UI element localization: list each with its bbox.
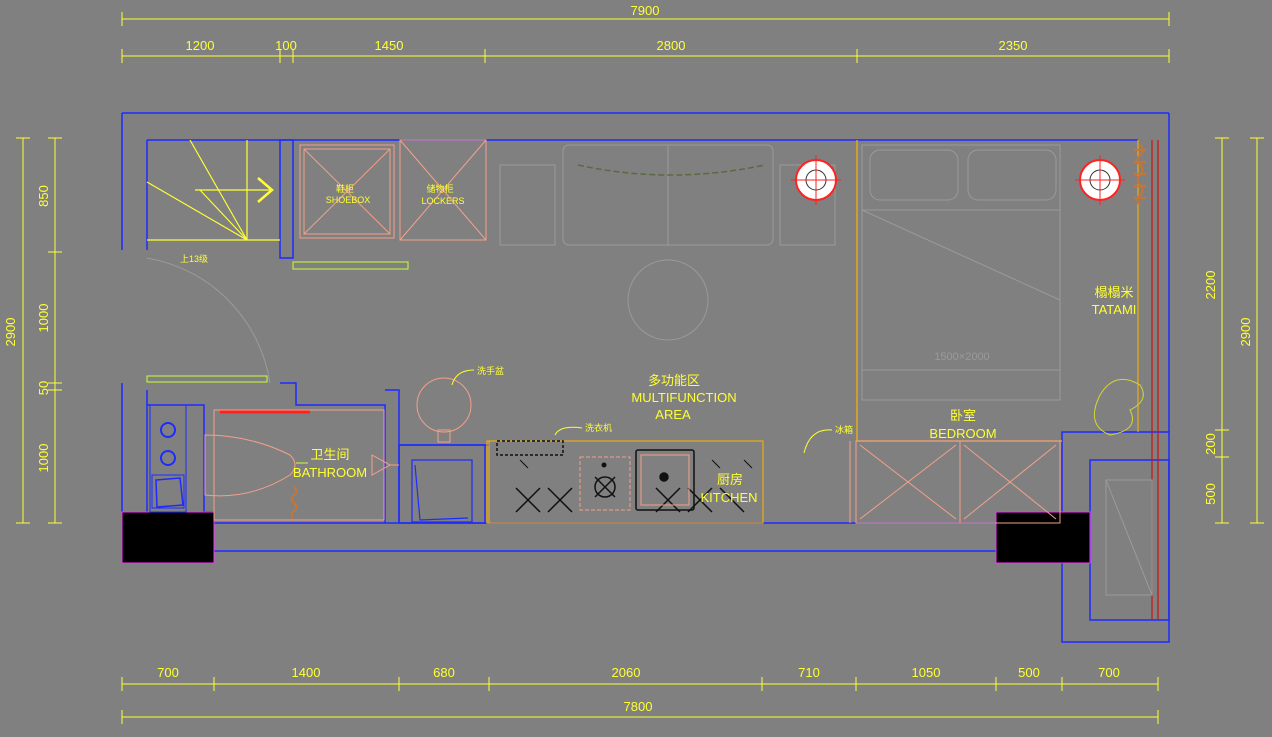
bathroom-en: BATHROOM [293, 465, 367, 480]
shoebox-cn: 鞋柜 [336, 183, 354, 194]
multifunction-cn: 多功能区 [648, 373, 700, 388]
curtain [1151, 140, 1159, 620]
dim-right-3: 500 [1203, 483, 1218, 505]
multifunction-en-1: MULTIFUNCTION [631, 390, 736, 405]
multifunction-en-2: AREA [655, 407, 691, 422]
washer-knob-2 [160, 450, 176, 466]
kitchen-cn: 厨房 [717, 472, 743, 487]
bath-heater [290, 486, 298, 520]
dim-left-3: 50 [36, 381, 51, 395]
dim-right-2: 200 [1203, 433, 1218, 455]
bathroom-cn: 卫生间 [310, 447, 349, 462]
stove [579, 456, 631, 511]
dim-bottom-2: 1400 [292, 665, 321, 680]
dim-left-4: 1000 [36, 444, 51, 473]
shoebox-en: SHOEBOX [326, 195, 371, 205]
ceiling-light-2 [1075, 155, 1125, 205]
dim-right-1: 2200 [1203, 271, 1218, 300]
dish-rack [496, 440, 564, 456]
dim-left-1: 850 [36, 185, 51, 207]
basin-label: 洗手盆 [477, 365, 504, 376]
bed [861, 144, 1061, 401]
dim-bottom-5: 710 [798, 665, 820, 680]
stairs-label: 上13级 [180, 253, 208, 264]
round-table [627, 259, 709, 341]
dim-bottom-total: 7800 [624, 699, 653, 714]
dim-top-total: 7900 [631, 3, 660, 18]
dim-bottom-7: 500 [1018, 665, 1040, 680]
sink [635, 449, 695, 511]
dim-top-2: 100 [275, 38, 297, 53]
bay-cabinet [1105, 479, 1153, 596]
plant [1093, 378, 1144, 436]
dim-top-5: 2350 [999, 38, 1028, 53]
dim-left-2: 1000 [36, 304, 51, 333]
dim-bottom-8: 700 [1098, 665, 1120, 680]
basin-cabinet [411, 459, 473, 523]
bedroom-en: BEDROOM [929, 426, 996, 441]
wash-basin [416, 369, 475, 443]
tatami-outline [856, 140, 1062, 442]
right-dimensions [1215, 137, 1264, 524]
tatami-cn: 榻榻米 [1094, 285, 1133, 300]
bottom-dimensions [121, 677, 1159, 724]
washer-leader [554, 426, 583, 436]
sofa [499, 144, 836, 246]
tatami-en: TATAMI [1092, 302, 1137, 317]
bathroom-fixtures [149, 404, 399, 521]
dim-bottom-1: 700 [157, 665, 179, 680]
dim-left-total: 2900 [3, 318, 18, 347]
lockers-cabinet [399, 139, 487, 241]
dim-top-3: 1450 [375, 38, 404, 53]
dim-top-1: 1200 [186, 38, 215, 53]
staircase [146, 139, 280, 241]
washer-label: 洗衣机 [585, 422, 612, 433]
dim-bottom-4: 2060 [612, 665, 641, 680]
lockers-en: LOCKERS [421, 196, 464, 206]
column-left [121, 511, 215, 564]
shoebox-cabinet [299, 144, 395, 239]
lockers-cn: 储物柜 [426, 183, 453, 194]
fridge-label: 冰箱 [835, 424, 853, 435]
kitchen-en: KITCHEN [700, 490, 757, 505]
curtain-tie [1134, 144, 1146, 206]
kitchen-counter [486, 440, 764, 524]
column-right [995, 511, 1091, 564]
sliding-door-top [292, 261, 409, 270]
dim-bottom-3: 680 [433, 665, 455, 680]
bedroom-cn: 卧室 [950, 408, 976, 423]
washer-knob-1 [160, 422, 176, 438]
dim-bottom-6: 1050 [912, 665, 941, 680]
fridge-leader [803, 429, 833, 454]
floor-drain [155, 477, 184, 508]
door-swing [146, 257, 271, 384]
sliding-door-left [146, 375, 268, 383]
ceiling-light-1 [791, 155, 841, 205]
top-dimensions [121, 12, 1170, 63]
dim-right-total: 2900 [1238, 318, 1253, 347]
wardrobes [849, 440, 1061, 524]
bed-size: 1500×2000 [934, 351, 989, 363]
left-dimensions [16, 137, 62, 524]
dim-top-4: 2800 [657, 38, 686, 53]
